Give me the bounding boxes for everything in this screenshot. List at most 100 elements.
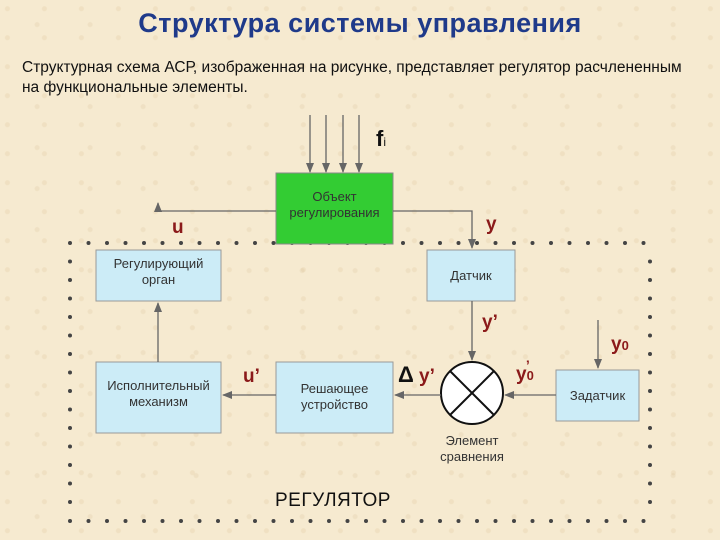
boundary-dot xyxy=(253,241,257,245)
regulating-organ-block xyxy=(95,249,222,302)
boundary-dot xyxy=(123,519,128,523)
boundary-dot xyxy=(160,241,165,245)
comparator-element xyxy=(440,361,504,425)
boundary-dot xyxy=(648,463,652,467)
boundary-dot xyxy=(641,519,646,523)
signal-y0-prime: y0’ xyxy=(516,357,534,385)
regulator-label: РЕГУЛЯТОР xyxy=(275,490,391,511)
boundary-dot xyxy=(68,444,72,449)
boundary-dot xyxy=(68,259,72,264)
boundary-dot xyxy=(68,333,72,338)
regulating-organ-label: Регулирующий орган xyxy=(113,256,204,287)
description-text: Структурная схема АСР, изображенная на р… xyxy=(22,59,682,96)
boundary-dot xyxy=(648,426,652,430)
boundary-dot xyxy=(648,407,652,412)
boundary-dot xyxy=(142,519,146,523)
boundary-dot xyxy=(623,519,627,523)
comparator-label: Элемент сравнения xyxy=(440,433,504,464)
signal-delta-y: y’ xyxy=(419,366,435,387)
boundary-dot xyxy=(68,519,72,523)
boundary-dot xyxy=(512,241,516,245)
solver-label: Решающее устройство xyxy=(300,381,369,412)
boundary-dot xyxy=(493,519,498,523)
boundary-dot xyxy=(586,519,590,523)
boundary-dot xyxy=(68,463,72,467)
boundary-dot xyxy=(623,241,627,245)
boundary-dot xyxy=(86,241,91,245)
boundary-dot xyxy=(604,519,609,523)
boundary-dot xyxy=(648,352,652,356)
boundary-dot xyxy=(68,426,72,430)
regulator-boundary xyxy=(68,241,652,523)
boundary-dot xyxy=(493,241,498,245)
boundary-dot xyxy=(68,481,72,486)
boundary-dot xyxy=(68,315,72,319)
boundary-dot xyxy=(456,241,461,245)
boundary-dot xyxy=(648,278,652,282)
boundary-dot xyxy=(105,241,109,245)
solver-block xyxy=(275,361,394,434)
boundary-dot xyxy=(308,519,313,523)
boundary-dot xyxy=(549,519,553,523)
actuator-label: Исполнительный механизм xyxy=(107,378,210,409)
boundary-dot xyxy=(549,241,553,245)
boundary-dot xyxy=(290,519,294,523)
boundary-dot xyxy=(179,241,183,245)
boundary-dot xyxy=(253,519,257,523)
boundary-dot xyxy=(327,519,331,523)
boundary-dot xyxy=(530,519,535,523)
boundary-dot xyxy=(567,241,572,245)
boundary-dot xyxy=(197,241,202,245)
boundary-dot xyxy=(530,241,535,245)
boundary-dot xyxy=(382,519,387,523)
boundary-dot xyxy=(234,241,239,245)
boundary-dot xyxy=(456,519,461,523)
signal-u: u xyxy=(172,217,184,238)
boundary-dot xyxy=(438,241,442,245)
boundary-dot xyxy=(68,278,72,282)
object-block xyxy=(275,172,394,245)
boundary-dot xyxy=(648,500,652,504)
sensor-label: Датчик xyxy=(450,267,492,283)
boundary-dot xyxy=(438,519,442,523)
boundary-dot xyxy=(648,296,652,301)
boundary-dot xyxy=(648,259,652,264)
signal-y0: y0 xyxy=(611,334,629,355)
boundary-dot xyxy=(68,241,72,245)
boundary-dot xyxy=(586,241,590,245)
boundary-dot xyxy=(419,519,424,523)
actuator-block xyxy=(95,361,222,434)
signal-y: y xyxy=(486,214,497,235)
boundary-dot xyxy=(105,519,109,523)
boundary-dot xyxy=(68,296,72,301)
signal-u-prime: u’ xyxy=(243,366,260,387)
boundary-dot xyxy=(68,370,72,375)
boundary-dot xyxy=(142,241,146,245)
boundary-dot xyxy=(648,315,652,319)
line-object-to-sensor xyxy=(393,210,476,249)
boundary-dot xyxy=(68,500,72,504)
sensor-block xyxy=(426,249,516,302)
boundary-dot xyxy=(364,519,368,523)
boundary-dot xyxy=(345,519,350,523)
boundary-dot xyxy=(475,241,479,245)
boundary-dot xyxy=(512,519,516,523)
boundary-dot xyxy=(197,519,202,523)
boundary-dot xyxy=(179,519,183,523)
boundary-dot xyxy=(604,241,609,245)
page-title: Структура системы управления xyxy=(138,8,582,38)
boundary-dot xyxy=(216,519,220,523)
boundary-dot xyxy=(271,519,276,523)
boundary-dot xyxy=(68,352,72,356)
boundary-dot xyxy=(648,444,652,449)
signal-f: fi xyxy=(376,126,386,151)
boundary-dot xyxy=(401,241,405,245)
boundary-dot xyxy=(641,241,646,245)
boundary-dot xyxy=(216,241,220,245)
boundary-dot xyxy=(401,519,405,523)
signal-delta: Δ xyxy=(398,362,414,387)
boundary-dot xyxy=(234,519,239,523)
setter-label: Задатчик xyxy=(569,387,626,403)
boundary-dot xyxy=(86,519,91,523)
